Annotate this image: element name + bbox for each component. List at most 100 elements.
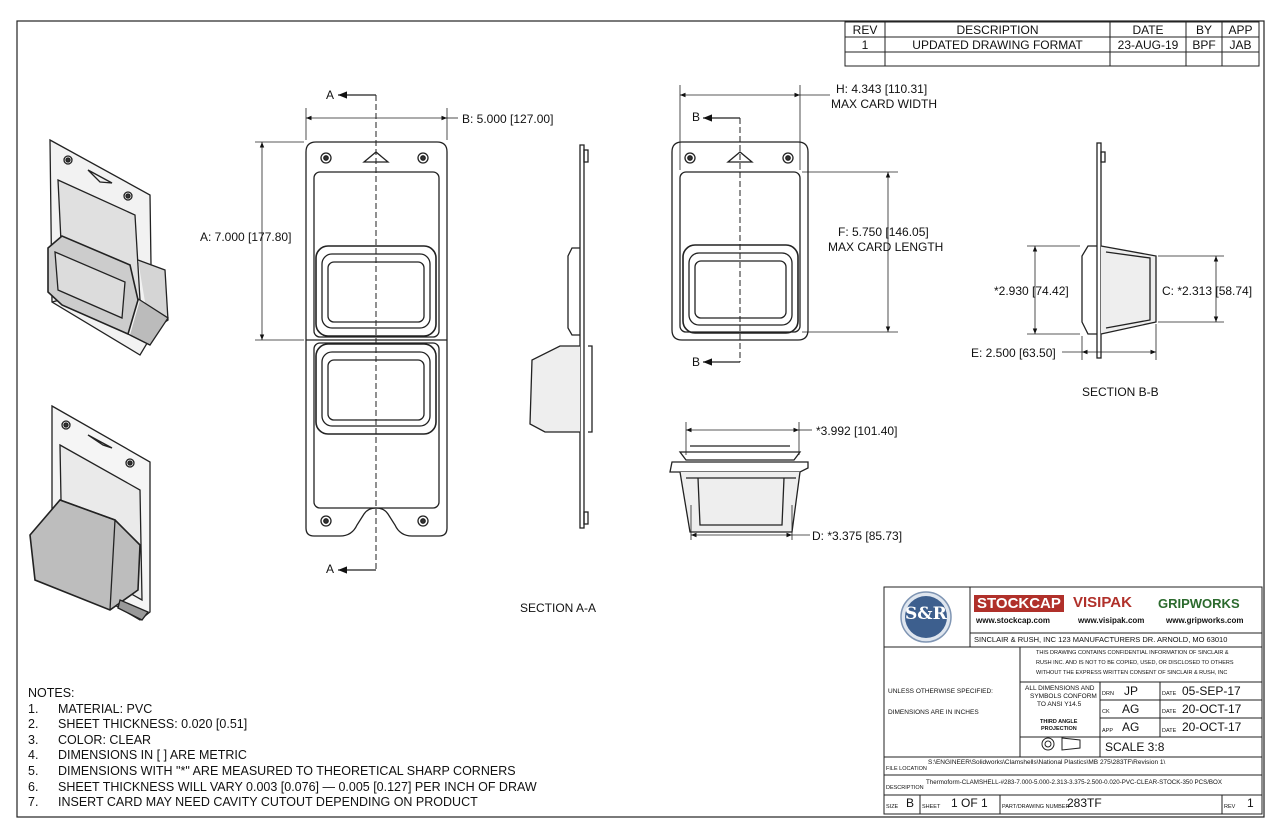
bottom-view	[669, 445, 809, 533]
side-section-view	[529, 144, 593, 529]
brand-stockcap: STOCKCAP	[974, 595, 1064, 612]
file-location: S:\ENGINEER\Solidworks\Clamshells\Nation…	[928, 759, 1166, 766]
brand-visipak: VISIPAK	[1073, 594, 1132, 611]
approved-by: AG	[1122, 720, 1140, 734]
file-location-label: FILE LOCATION	[886, 766, 927, 772]
note-item: 6.SHEET THICKNESS WILL VARY 0.003 [0.076…	[28, 779, 537, 794]
scale: SCALE 3:8	[1105, 740, 1165, 754]
section-mark-b-bottom: B	[692, 355, 701, 369]
section-line-a	[338, 91, 377, 574]
description-header: DESCRIPTION	[956, 23, 1039, 37]
url-visipak: www.visipak.com	[1078, 616, 1145, 625]
section-mark-a-bottom: A	[326, 562, 335, 576]
dimension-f-caption: MAX CARD LENGTH	[828, 240, 944, 254]
dimension-e-lines	[1062, 324, 1157, 360]
projection-symbol	[1041, 737, 1081, 751]
isometric-view-top	[47, 138, 169, 356]
rev-header: REV	[852, 23, 878, 37]
confidential-line-1: THIS DRAWING CONTAINS CONFIDENTIAL INFOR…	[1036, 650, 1229, 656]
note-item: 3.COLOR: CLEAR	[28, 732, 152, 747]
logo-badge	[900, 591, 952, 643]
rev-cell: 1	[861, 38, 869, 52]
dimension-a-lines	[255, 141, 304, 341]
sheet-border	[16, 20, 1265, 818]
title-block-grid	[883, 586, 1263, 815]
dimension-top-width-label: *3.992 [101.40]	[816, 424, 898, 438]
dimension-depth-label: *2.930 [74.42]	[994, 284, 1069, 298]
drawn-by: JP	[1124, 684, 1139, 698]
dimension-h-caption: MAX CARD WIDTH	[831, 97, 937, 111]
dimension-f-lines	[802, 171, 898, 333]
dimension-c-lines	[1158, 255, 1224, 323]
url-stockcap: www.stockcap.com	[976, 616, 1050, 625]
date-cell: 23-AUG-19	[1117, 38, 1179, 52]
drawn-date: 05-SEP-17	[1182, 684, 1241, 698]
sheet-label: SHEET	[922, 804, 941, 810]
confidential-line-3: WITHOUT THE EXPRESS WRITTEN CONSENT OF S…	[1036, 670, 1228, 676]
rev-label: REV	[1224, 804, 1236, 810]
by-cell: BPF	[1192, 38, 1216, 52]
approved-date: 20-OCT-17	[1182, 720, 1242, 734]
size-value: B	[906, 796, 915, 810]
projection-line-2: PROJECTION	[1041, 726, 1077, 732]
app-cell: JAB	[1229, 38, 1252, 52]
sheet-value: 1 OF 1	[951, 796, 988, 810]
dimension-e-label: E: 2.500 [63.50]	[971, 346, 1056, 360]
url-gripworks: www.gripworks.com	[1166, 616, 1244, 625]
note-item: 4.DIMENSIONS IN [ ] ARE METRIC	[28, 748, 247, 763]
description-cell: UPDATED DRAWING FORMAT	[912, 38, 1083, 52]
section-aa-label: SECTION A-A	[520, 601, 597, 615]
note-item: 2.SHEET THICKNESS: 0.020 [0.51]	[28, 717, 248, 732]
note-item: 1.MATERIAL: PVC	[28, 701, 153, 716]
chk-label: CK	[1102, 709, 1110, 715]
part-number: 283TF	[1067, 796, 1102, 810]
section-bb-label: SECTION B-B	[1082, 385, 1159, 399]
dimensions-units: DIMENSIONS ARE IN INCHES	[888, 709, 979, 716]
size-label: SIZE	[886, 804, 899, 810]
app-header: APP	[1228, 23, 1253, 37]
revision-table-grid	[844, 21, 1260, 67]
date-header: DATE	[1132, 23, 1164, 37]
dimension-top-width-lines	[685, 422, 812, 455]
unless-specified: UNLESS OTHERWISE SPECIFIED:	[888, 688, 993, 695]
dimension-a-label: A: 7.000 [177.80]	[200, 230, 292, 244]
dimension-h-lines	[679, 85, 830, 170]
app-label: APP	[1102, 728, 1114, 734]
section-b-b-view	[1081, 142, 1157, 359]
dimension-depth-lines	[1027, 245, 1080, 335]
rev-value: 1	[1247, 796, 1254, 810]
dimension-d-label: D: *3.375 [85.73]	[812, 529, 903, 543]
dimension-f-label: F: 5.750 [146.05]	[838, 225, 929, 239]
note-item: 5.DIMENSIONS WITH "*" ARE MEASURED TO TH…	[28, 763, 516, 778]
description: Thermoform-CLAMSHELL-#283-7.000-5.000-2.…	[926, 779, 1222, 786]
section-mark-a-top: A	[326, 88, 335, 102]
logo-text: S&R	[905, 604, 947, 624]
checked-by: AG	[1122, 702, 1140, 716]
part-number-label: PART/DRAWING NUMBER	[1002, 804, 1070, 810]
conform-line-3: TO ANSI Y14.5	[1037, 701, 1082, 708]
section-line-b	[703, 114, 741, 366]
checked-date: 20-OCT-17	[1182, 702, 1242, 716]
dimension-d-lines	[690, 505, 810, 540]
chk-date-label: DATE	[1162, 709, 1177, 715]
drn-date-label: DATE	[1162, 691, 1177, 697]
dimension-b-lines	[305, 108, 458, 140]
drn-label: DRN	[1102, 691, 1114, 697]
dimension-h-label: H: 4.343 [110.31]	[836, 82, 928, 96]
by-header: BY	[1195, 23, 1212, 37]
conform-line-1: ALL DIMENSIONS AND	[1025, 685, 1095, 692]
isometric-view-bottom	[29, 404, 151, 621]
conform-line-2: SYMBOLS CONFORM	[1030, 693, 1097, 700]
description-label: DESCRIPTION	[886, 785, 924, 791]
company-address: SINCLAIR & RUSH, INC 123 MANUFACTURERS D…	[974, 635, 1228, 644]
notes-block: NOTES: 1.MATERIAL: PVC 2.SHEET THICKNESS…	[28, 686, 537, 811]
app-date-label: DATE	[1162, 728, 1177, 734]
dimension-b-label: B: 5.000 [127.00]	[462, 112, 554, 126]
note-item: 7.INSERT CARD MAY NEED CAVITY CUTOUT DEP…	[28, 795, 478, 810]
dimension-c-label: C: *2.313 [58.74]	[1162, 284, 1253, 298]
confidential-line-2: RUSH INC. AND IS NOT TO BE COPIED, USED,…	[1036, 660, 1234, 666]
brand-gripworks: GRIPWORKS	[1158, 596, 1240, 611]
section-mark-b-top: B	[692, 110, 701, 124]
projection-line-1: THIRD ANGLE	[1040, 719, 1078, 725]
